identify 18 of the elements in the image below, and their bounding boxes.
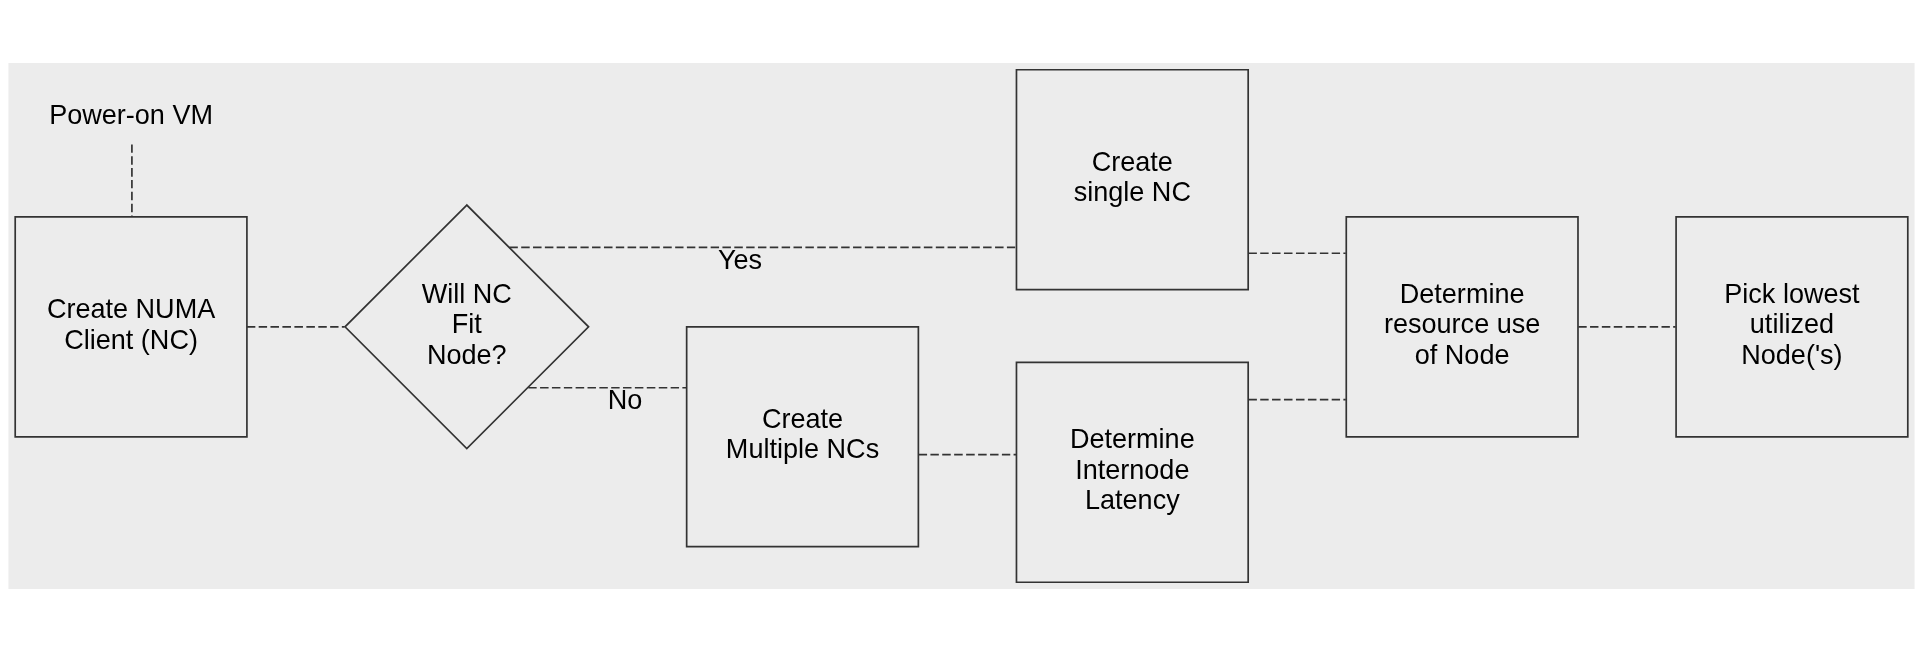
node-box: Create single NC: [1015, 68, 1250, 291]
node-box: Create Multiple NCs: [685, 326, 920, 548]
edge-label: Yes: [717, 245, 763, 275]
edge-label: No: [607, 385, 643, 416]
connector: [527, 386, 688, 389]
connector: [131, 143, 133, 218]
connector: [917, 453, 1017, 456]
connector: [508, 246, 1017, 249]
node-box: Determine resource use of Node: [1345, 216, 1579, 438]
node-box: Pick lowest utilized Node('s): [1675, 216, 1909, 438]
connector: [1577, 326, 1677, 328]
connector: [1247, 398, 1347, 401]
connector: [246, 326, 346, 328]
node-text: Power-on VM: [49, 99, 213, 130]
node-box: Create NUMA Client (NC): [14, 216, 248, 438]
node-box: Determine Internode Latency: [1015, 361, 1250, 584]
connector: [1247, 252, 1347, 255]
node-diamond: Will NC Fit Node?: [343, 203, 590, 450]
